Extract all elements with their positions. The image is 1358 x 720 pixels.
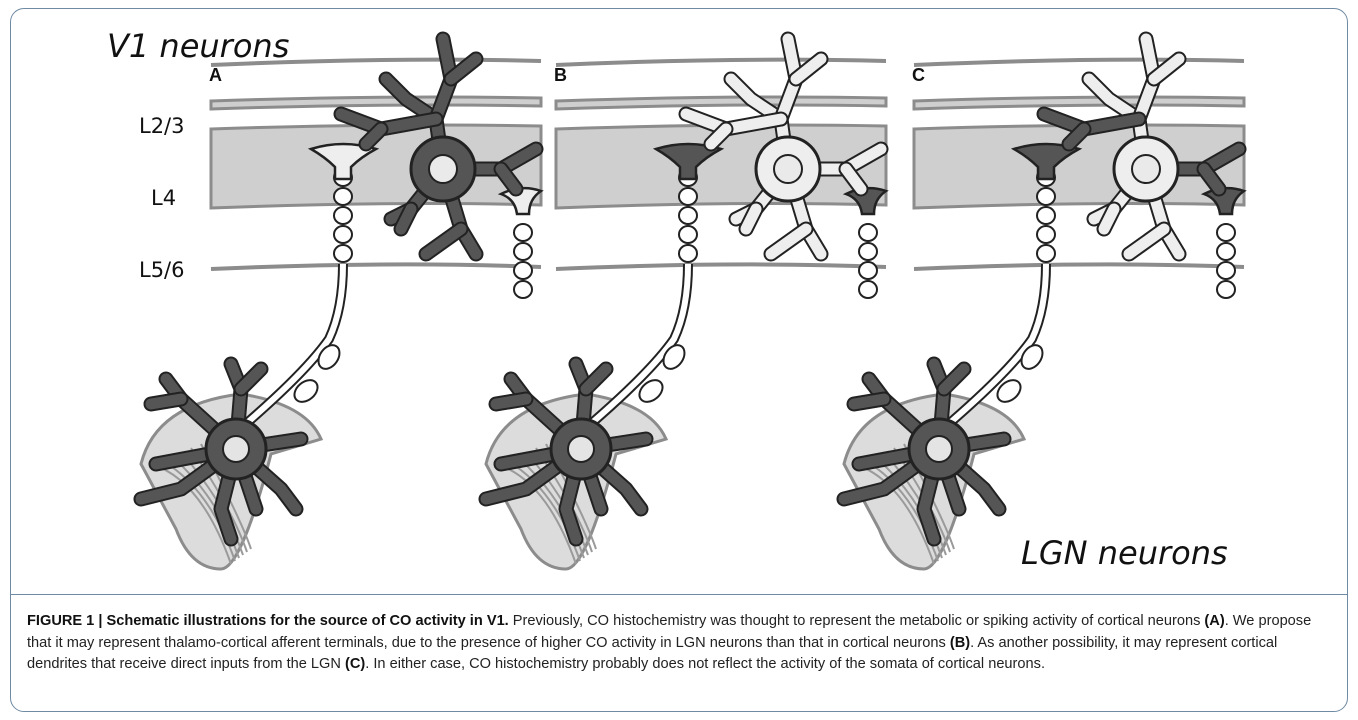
caption-label: FIGURE 1 | Schematic illustrations for t…: [27, 613, 509, 629]
dendrite: [496, 399, 526, 404]
caption-divider: [11, 594, 1347, 595]
panel-letter: C: [912, 65, 925, 85]
panel-letter: B: [554, 65, 567, 85]
caption-ref-a: (A): [1204, 613, 1224, 629]
panel-b: B: [486, 39, 886, 569]
layer-label-l23: L2/3: [139, 114, 185, 138]
caption-sentence-4: . In either case, CO histochemistry prob…: [365, 656, 1045, 672]
layer-label-l4: L4: [151, 186, 176, 210]
figure-caption: FIGURE 1 | Schematic illustrations for t…: [27, 611, 1337, 676]
panel-a: A: [141, 39, 541, 569]
dendrite: [854, 399, 884, 404]
dendrite: [586, 369, 606, 389]
lgn-neurons-title: LGN neurons: [1021, 534, 1228, 572]
panel-c: C: [844, 39, 1244, 569]
caption-ref-b: (B): [950, 635, 970, 651]
panel-letter: A: [209, 65, 222, 85]
layer-label-l56: L5/6: [139, 258, 185, 282]
dendrite: [944, 369, 964, 389]
dendrite: [151, 399, 181, 404]
caption-ref-c: (C): [345, 656, 365, 672]
figure-illustration: V1 neurons LGN neurons L2/3 L4 L5/6 A B C: [11, 9, 1347, 594]
dendrite: [241, 369, 261, 389]
v1-neurons-title: V1 neurons: [107, 27, 289, 65]
caption-sentence-1: Previously, CO histochemistry was though…: [509, 613, 1205, 629]
